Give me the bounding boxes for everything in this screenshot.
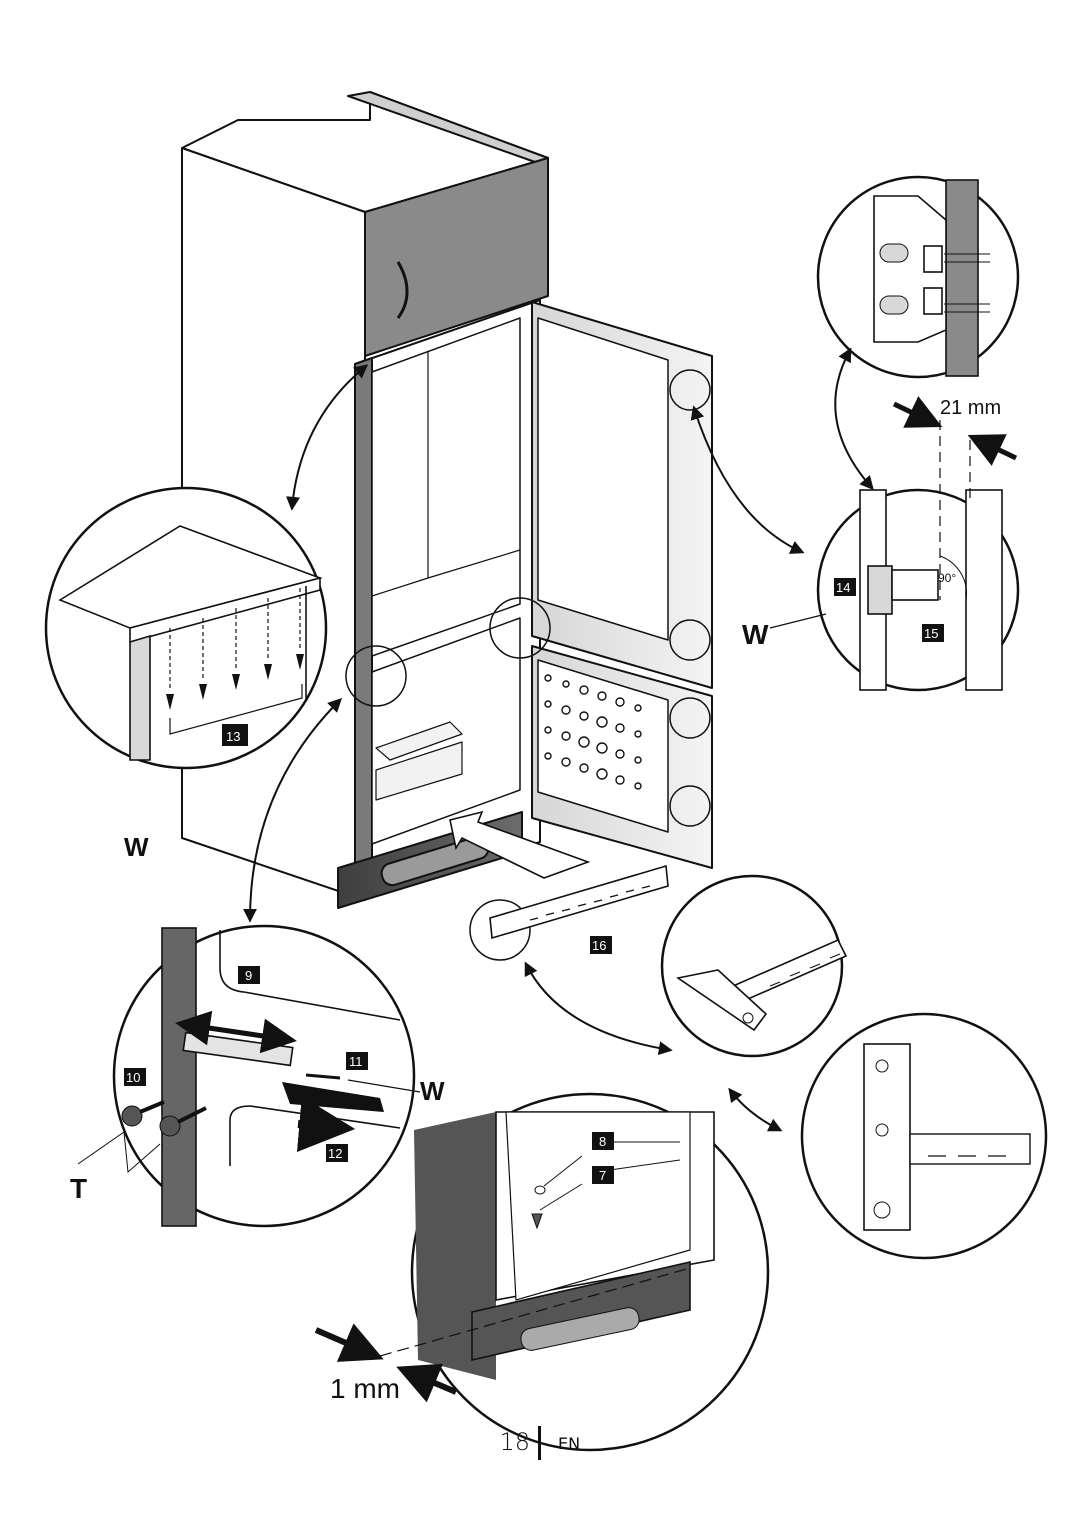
label-w-left: W (124, 832, 149, 862)
detail-markers (345, 369, 711, 961)
angle-90: 90° (938, 571, 956, 585)
svg-text:7: 7 (599, 1168, 606, 1183)
svg-text:13: 13 (226, 729, 240, 744)
badge-11: 11 (346, 1052, 368, 1070)
footer-divider (538, 1426, 541, 1460)
svg-text:11: 11 (349, 1054, 363, 1069)
svg-text:12: 12 (328, 1146, 342, 1161)
language-code: EN (558, 1434, 581, 1453)
badge-10: 10 (124, 1068, 146, 1086)
insert-arrow (449, 810, 591, 879)
dimension-arrows (314, 396, 1018, 1403)
page-footer: 18 EN (0, 1426, 1080, 1468)
detail-plinth-strip-end (800, 1012, 1048, 1260)
badge-14: 14 (834, 578, 856, 596)
door-hole-pattern (544, 674, 642, 790)
badge-12: 12 (326, 1144, 348, 1162)
badge-9: 9 (238, 966, 260, 984)
svg-text:16: 16 (592, 938, 606, 953)
svg-text:10: 10 (126, 1070, 140, 1085)
dimension-21mm: 21 mm (940, 397, 1001, 419)
detail-hinge-gap (816, 175, 1020, 379)
label-t: T (70, 1173, 87, 1204)
svg-text:8: 8 (599, 1134, 606, 1149)
plinth-strip (489, 864, 669, 940)
badge-16: 16 (590, 936, 612, 954)
cabinet (181, 91, 713, 909)
dimension-1mm: 1 mm (330, 1373, 400, 1404)
detail-plinth-bracket (660, 874, 848, 1058)
page-number: 18 (499, 1428, 530, 1456)
connector-arrows (243, 347, 874, 1132)
label-w-right: W (742, 619, 769, 650)
badge-7: 7 (592, 1166, 614, 1184)
badge-8: 8 (592, 1132, 614, 1150)
label-w-hinge: W (420, 1076, 445, 1106)
svg-text:15: 15 (924, 626, 938, 641)
detail-bottom-gap (379, 1092, 770, 1452)
svg-text:9: 9 (245, 968, 252, 983)
detail-top-screws (44, 486, 328, 770)
badge-15: 15 (922, 624, 944, 642)
detail-hinge-plate (769, 420, 1020, 692)
svg-text:14: 14 (836, 580, 850, 595)
badge-13: 13 (222, 724, 248, 746)
